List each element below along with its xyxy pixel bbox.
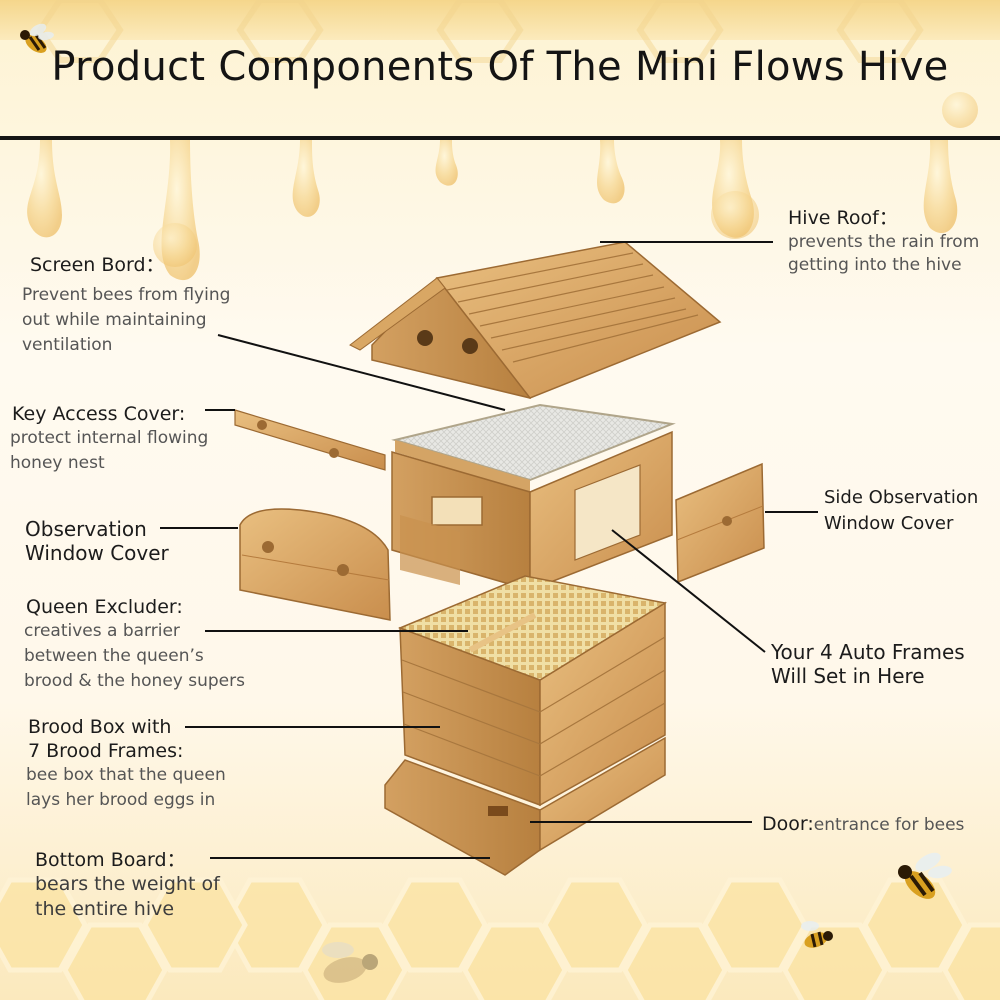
page-title: Product Components Of The Mini Flows Hiv…: [51, 44, 949, 90]
label-desc: ventilation: [22, 335, 113, 355]
label-heading: Hive Roof：: [788, 207, 898, 229]
label-heading: Door:: [762, 813, 814, 835]
label-desc: between the queen’s: [24, 646, 204, 666]
label-desc: brood & the honey supers: [24, 671, 245, 691]
label-heading: Queen Excluder:: [26, 596, 183, 618]
label-desc: getting into the hive: [788, 255, 962, 275]
observation-window-cover: [239, 508, 391, 621]
title-divider: [0, 136, 1000, 140]
label-auto-frames: Your 4 Auto Frames Will Set in Here: [771, 640, 965, 688]
label-side-observation-window-cover: Side Observation Window Cover: [824, 486, 978, 536]
label-desc: creatives a barrier: [24, 621, 180, 641]
label-bottom-board: Bottom Board： bears the weight of the en…: [35, 848, 220, 922]
label-heading: 7 Brood Frames:: [28, 740, 184, 762]
hive-roof: [349, 241, 722, 399]
label-key-access-cover: Key Access Cover: protect internal flowi…: [10, 402, 209, 476]
bee-icon: [322, 942, 378, 983]
screen-board: [391, 403, 676, 492]
label-desc: protect internal flowing: [10, 428, 209, 448]
label-hive-roof: Hive Roof： prevents the rain from gettin…: [788, 206, 979, 278]
label-heading: Will Set in Here: [771, 664, 925, 688]
label-queen-excluder: Queen Excluder: creatives a barrier betw…: [24, 595, 245, 694]
label-observation-window-cover: Observation Window Cover: [25, 517, 169, 565]
label-desc: the entire hive: [35, 898, 175, 920]
label-desc: honey nest: [10, 453, 105, 473]
label-heading: Side Observation: [824, 487, 979, 508]
label-heading: Window Cover: [824, 513, 954, 534]
brood-box: [397, 575, 668, 807]
super-box: [391, 430, 673, 592]
label-heading: Brood Box with: [28, 716, 172, 738]
bee-icon: [898, 852, 952, 899]
label-desc: bee box that the queen: [26, 765, 226, 785]
label-desc: Prevent bees from flying: [22, 285, 231, 305]
side-observation-window-cover: [675, 462, 765, 584]
label-heading: Window Cover: [25, 541, 169, 565]
label-brood-box: Brood Box with 7 Brood Frames: bee box t…: [26, 715, 226, 813]
label-desc: prevents the rain from: [788, 232, 980, 252]
label-desc: bears the weight of: [35, 873, 220, 895]
bee-icon: [801, 921, 833, 948]
label-heading: Screen Bord：: [30, 254, 165, 276]
label-heading: Key Access Cover:: [12, 403, 186, 425]
label-desc: entrance for bees: [813, 815, 965, 835]
label-desc: lays her brood eggs in: [26, 790, 216, 810]
label-screen-bord: Screen Bord： Prevent bees from flying ou…: [22, 253, 230, 358]
label-heading: Bottom Board：: [35, 849, 186, 871]
leader-lines: [160, 241, 818, 859]
label-desc: out while maintaining: [22, 310, 207, 330]
bee-icon: [20, 23, 54, 53]
label-heading: Observation: [25, 517, 147, 541]
label-heading: Your 4 Auto Frames: [771, 640, 965, 664]
key-access-cover: [234, 409, 386, 471]
label-door: Door:entrance for bees: [762, 812, 964, 837]
